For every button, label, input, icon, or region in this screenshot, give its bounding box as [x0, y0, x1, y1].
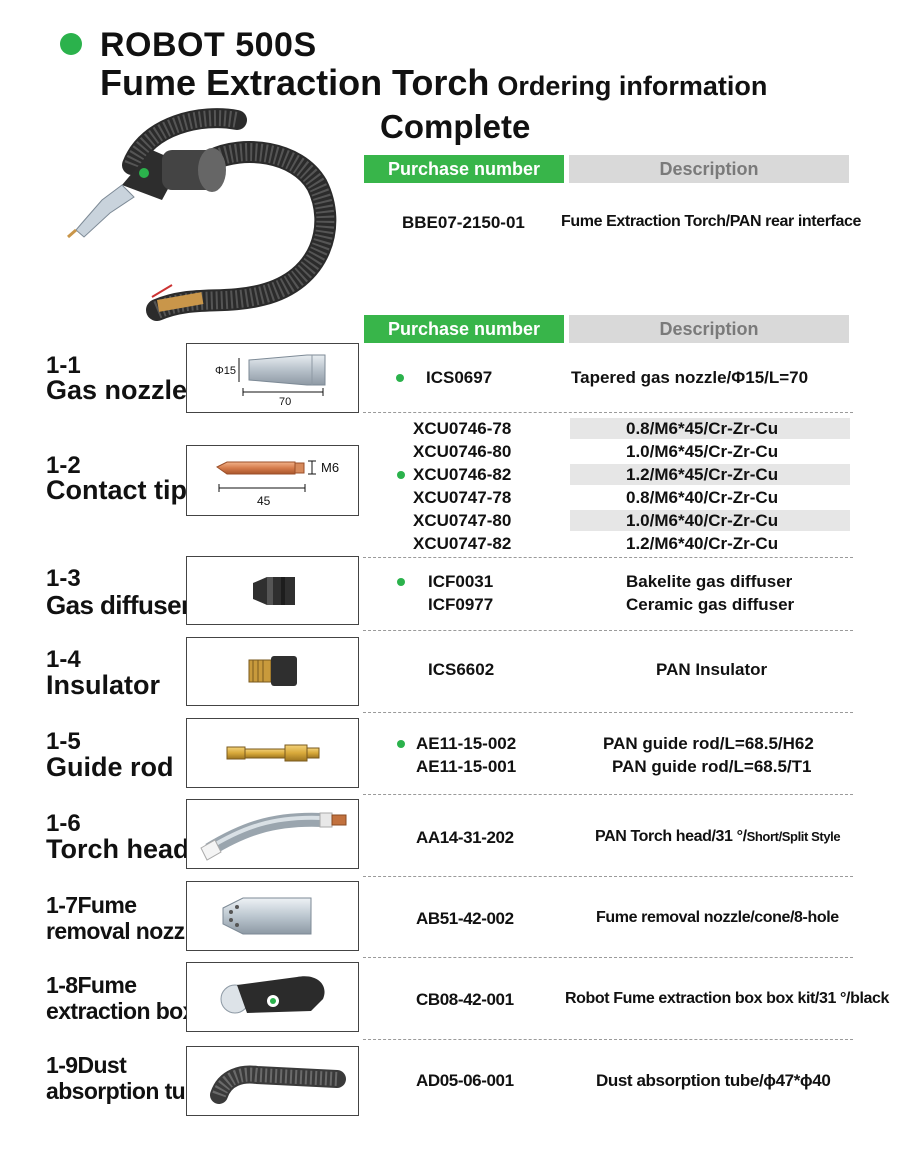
insulator-image [186, 637, 359, 706]
desc-ics0697: Tapered gas nozzle/Φ15/L=70 [571, 368, 809, 387]
divider [363, 557, 853, 558]
section-1-2-name: Contact tip [46, 475, 187, 505]
header-description-1: Description [569, 155, 849, 183]
desc-xcu0747-82: 1.2/M6*40/Cr-Zr-Cu [626, 534, 779, 553]
recommended-dot [396, 374, 404, 382]
divider [363, 712, 853, 713]
section-1-4-number: 1-4 [46, 646, 81, 673]
desc-xcu0746-78: 0.8/M6*45/Cr-Zr-Cu [626, 419, 779, 438]
complete-torch-image [62, 105, 362, 330]
divider [363, 630, 853, 631]
desc-ad05-06-001: Dust absorption tube/ϕ47*ϕ40 [596, 1071, 831, 1090]
desc-xcu0747-80: 1.0/M6*40/Cr-Zr-Cu [626, 511, 779, 530]
gas-nozzle-image: Φ15 70 [186, 343, 359, 413]
guide-rod-image [186, 718, 359, 788]
part-icf0031: ICF0031 [428, 572, 494, 591]
section-1-9-number: 1-9Dust [46, 1052, 127, 1078]
desc-ae11-15-001: PAN guide rod/L=68.5/T1 [612, 757, 812, 776]
desc-aa14-31-202: PAN Torch head/31 °/Short/Split Style [595, 828, 841, 846]
recommended-dot [397, 740, 405, 748]
part-icf0977: ICF0977 [428, 595, 494, 614]
divider [363, 412, 853, 413]
title-main: Fume Extraction Torch [100, 62, 490, 103]
section-1-8-number: 1-8Fume [46, 972, 137, 998]
recommended-dot [397, 578, 405, 586]
section-1-7-number: 1-7Fume [46, 892, 137, 918]
section-1-7-name: removal nozzle [46, 918, 203, 944]
divider [363, 957, 853, 958]
section-1-3-name: Gas diffuser [46, 590, 191, 620]
part-cb08-42-001: CB08-42-001 [416, 990, 514, 1009]
desc-ics6602: PAN Insulator [656, 660, 768, 679]
recommended-dot [397, 471, 405, 479]
nozzle-len-label: 70 [279, 396, 291, 408]
part-xcu0746-78: XCU0746-78 [413, 419, 512, 438]
desc-icf0977: Ceramic gas diffuser [626, 595, 795, 614]
tip-thread-label: M6 [321, 460, 339, 475]
section-1-9-name: absorption tube [46, 1078, 211, 1104]
header-description-2: Description [569, 315, 849, 343]
row-band [570, 418, 850, 439]
section-1-5-name: Guide rod [46, 752, 174, 782]
part-ae11-15-001: AE11-15-001 [416, 757, 517, 776]
part-aa14-31-202: AA14-31-202 [416, 828, 514, 847]
part-xcu0746-80: XCU0746-80 [413, 442, 512, 461]
row-band [570, 510, 850, 531]
tip-len-label: 45 [257, 494, 271, 508]
desc-xcu0746-82: 1.2/M6*45/Cr-Zr-Cu [626, 465, 779, 484]
nozzle-dia-label: Φ15 [215, 365, 236, 377]
section-1-6-name: Torch head [46, 834, 190, 864]
divider [363, 794, 853, 795]
section-1-1-name: Gas nozzle [46, 375, 188, 405]
section-1-4-name: Insulator [46, 670, 161, 700]
part-ae11-15-002: AE11-15-002 [416, 734, 517, 753]
section-1-8-name: extraction box [46, 998, 195, 1024]
part-xcu0747-78: XCU0747-78 [413, 488, 512, 507]
section-1-3-number: 1-3 [46, 565, 81, 592]
desc-icf0031: Bakelite gas diffuser [626, 572, 793, 591]
title-suffix: Ordering information [497, 71, 768, 101]
contact-tip-image: M6 45 [186, 445, 359, 516]
desc-xcu0747-78: 0.8/M6*40/Cr-Zr-Cu [626, 488, 779, 507]
complete-description: Fume Extraction Torch/PAN rear interface [561, 213, 861, 230]
desc-cb08-42-001: Robot Fume extraction box box kit/31 °/b… [565, 990, 889, 1007]
section-1-2-number: 1-2 [46, 452, 81, 479]
desc-torch-head-main: PAN Torch head/31 °/ [595, 828, 747, 845]
header-purchase-number-2: Purchase number [364, 315, 564, 343]
part-ics0697: ICS0697 [426, 368, 493, 387]
title-line1: ROBOT 500S [100, 26, 317, 64]
part-ics6602: ICS6602 [428, 660, 495, 679]
desc-ab51-42-002: Fume removal nozzle/cone/8-hole [596, 909, 839, 926]
gas-diffuser-image [186, 556, 359, 625]
desc-torch-head-small: Short/Split Style [746, 829, 841, 844]
part-ad05-06-001: AD05-06-001 [416, 1071, 514, 1090]
section-1-1-number: 1-1 [46, 352, 81, 379]
header-purchase-number-1: Purchase number [364, 155, 564, 183]
divider [363, 1039, 853, 1040]
section-1-6-number: 1-6 [46, 810, 81, 837]
complete-heading: Complete [380, 108, 531, 145]
part-xcu0747-82: XCU0747-82 [413, 534, 512, 553]
fume-extraction-box-image [186, 962, 359, 1032]
row-band [570, 464, 850, 485]
fume-removal-nozzle-image [186, 881, 359, 951]
title-bullet [60, 33, 82, 55]
section-1-5-number: 1-5 [46, 728, 81, 755]
desc-xcu0746-80: 1.0/M6*45/Cr-Zr-Cu [626, 442, 779, 461]
part-xcu0746-82: XCU0746-82 [413, 465, 512, 484]
torch-head-image [186, 799, 359, 869]
part-xcu0747-80: XCU0747-80 [413, 511, 512, 530]
divider [363, 876, 853, 877]
part-ab51-42-002: AB51-42-002 [416, 909, 514, 928]
desc-ae11-15-002: PAN guide rod/L=68.5/H62 [603, 734, 814, 753]
complete-part-number: BBE07-2150-01 [402, 213, 525, 232]
dust-absorption-tube-image [186, 1046, 359, 1116]
